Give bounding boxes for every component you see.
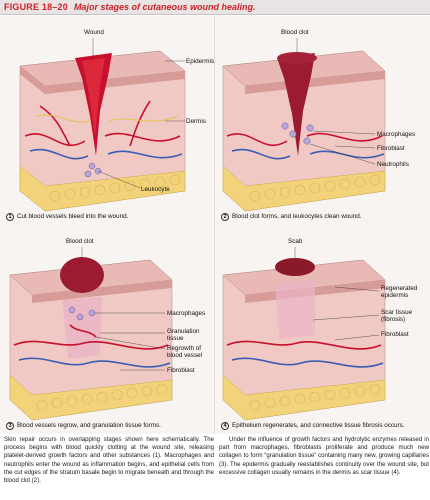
- fat-cells: [49, 174, 181, 202]
- leader-lines: [296, 38, 376, 165]
- caption-text: Epithelium regenerates, and connective t…: [232, 422, 405, 429]
- label-neutrophils: Neutrophils: [377, 161, 409, 168]
- label-macrophages: Macrophages: [377, 131, 416, 138]
- label-fibroblast: Fibroblast: [381, 331, 409, 338]
- panel-4: Scab Regenerated epidermis Scar tissue (…: [215, 225, 430, 434]
- caption-number: 2: [221, 213, 229, 221]
- label-macrophages: Macrophages: [167, 310, 206, 317]
- fat-layer: [19, 165, 186, 212]
- leukocyte-cells: [84, 162, 102, 178]
- fat-cells: [36, 383, 168, 411]
- caption-number: 4: [221, 422, 229, 430]
- panel-divider: [214, 16, 215, 434]
- label-scar-tissue: Scar tissue (fibrosis): [381, 309, 413, 323]
- nerve-fiber: [34, 114, 179, 123]
- wound-blood: [82, 58, 105, 136]
- granulation-tissue: [62, 297, 102, 359]
- leader-lines: [92, 38, 185, 189]
- epidermis-side: [20, 66, 45, 94]
- caption-number: 3: [6, 422, 14, 430]
- fat-layer: [222, 374, 386, 421]
- caption-text: Cut blood vessels bleed into the wound.: [17, 213, 129, 220]
- label-blood-clot: Blood clot: [281, 29, 309, 36]
- label-granulation-tissue: Granulation tissue: [167, 328, 200, 342]
- label-leukocyte: Leukocyte: [141, 186, 170, 193]
- scab: [275, 258, 315, 276]
- label-blood-clot: Blood clot: [66, 238, 94, 245]
- figure-title: Major stages of cutaneous wound healing.: [73, 2, 256, 12]
- label-regrowth: Regrowth of blood vessel: [167, 345, 203, 359]
- panel-1-illustration: [19, 38, 186, 212]
- label-wound: Wound: [84, 29, 104, 36]
- label-fibroblast: Fibroblast: [377, 145, 405, 152]
- caption-text: Blood vessels regrow, and granulation ti…: [17, 422, 161, 429]
- blood-vessels: [24, 100, 183, 160]
- macrophage-cells: [281, 122, 314, 145]
- label-regenerated-epidermis: Regenerated epidermis: [381, 285, 418, 299]
- label-scab: Scab: [288, 238, 303, 245]
- caption-text: Blood clot forms, and leukocytes clean w…: [232, 213, 362, 220]
- figure-header: FIGURE 18–20 Major stages of cutaneous w…: [0, 0, 430, 15]
- panel-2-illustration: [222, 38, 386, 212]
- caption-number: 1: [6, 213, 14, 221]
- label-fibroblast: Fibroblast: [167, 367, 195, 374]
- fat-cells: [249, 383, 381, 411]
- blood-clot: [277, 53, 315, 156]
- epidermis-front: [45, 71, 185, 94]
- epidermis-front: [32, 280, 172, 303]
- label-dermis: Dermis: [186, 118, 206, 125]
- blood-clot: [60, 257, 104, 293]
- body-text-right: Under the influence of growth factors an…: [219, 436, 429, 476]
- panel-2-caption: 2 Blood clot forms, and leukocytes clean…: [221, 213, 362, 221]
- fat-layer: [9, 374, 173, 421]
- panel-3-illustration: [9, 247, 173, 421]
- panel-4-illustration: [222, 247, 386, 421]
- panel-4-caption: 4 Epithelium regenerates, and connective…: [221, 422, 405, 430]
- figure-number: FIGURE 18–20: [4, 2, 68, 12]
- label-epidermis: Epidermis: [186, 58, 214, 65]
- panel-2: Blood clot Macrophages Fibroblast Neutro…: [215, 16, 430, 225]
- leader-lines: [294, 247, 380, 341]
- fat-layer: [222, 165, 386, 212]
- panels-area: Wound Epidermis Dermis Leukocyte 1 Cut b…: [0, 16, 430, 434]
- panel-3: Blood clot Macrophages Granulation tissu…: [0, 225, 215, 434]
- panel-1: Wound Epidermis Dermis Leukocyte 1 Cut b…: [0, 16, 215, 225]
- body-text-left: Skin repair occurs in overlapping stages…: [4, 436, 214, 485]
- panel-1-caption: 1 Cut blood vessels bleed into the wound…: [6, 213, 128, 221]
- scar-tissue: [275, 280, 315, 339]
- panel-3-caption: 3 Blood vessels regrow, and granulation …: [6, 422, 161, 430]
- epidermis-front: [245, 71, 385, 94]
- clot-top: [277, 52, 317, 64]
- macrophage-cells: [68, 306, 96, 321]
- blood-vessels: [226, 340, 384, 368]
- blood-vessels: [13, 324, 171, 368]
- fat-cells: [249, 174, 381, 202]
- leader-lines: [81, 247, 166, 371]
